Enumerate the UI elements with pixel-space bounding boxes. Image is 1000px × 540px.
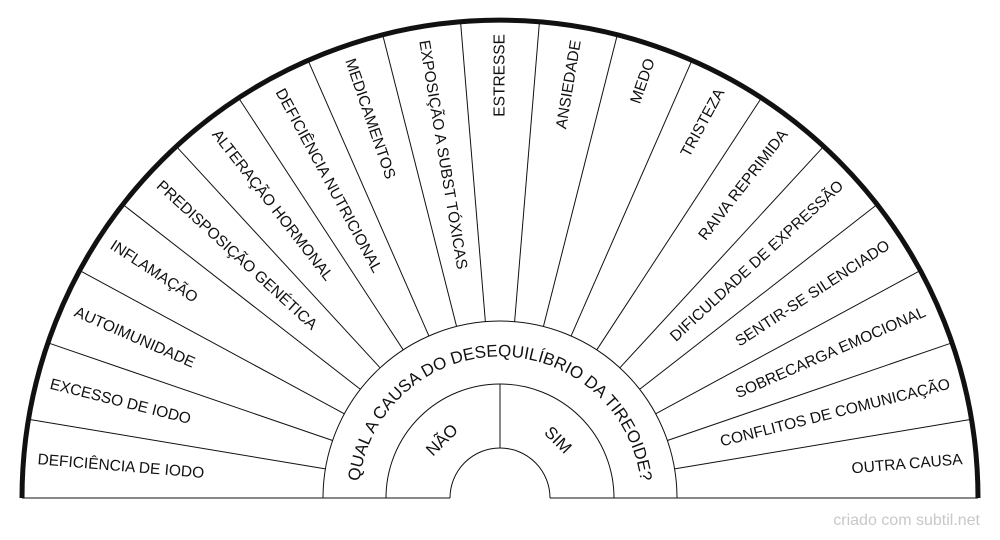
inner-ring-3 bbox=[449, 447, 551, 499]
segment-label: AUTOIMUNIDADE bbox=[72, 304, 198, 372]
segment-divider bbox=[239, 99, 404, 351]
segment-label: EXCESSO DE IODO bbox=[48, 376, 192, 428]
segment-label: OUTRA CAUSA bbox=[851, 451, 964, 477]
segment-divider bbox=[460, 23, 486, 322]
segment-label: MEDO bbox=[628, 56, 659, 106]
segment-divider bbox=[177, 147, 381, 369]
answer-sim: SIM bbox=[541, 423, 576, 458]
segment-divider bbox=[639, 205, 876, 390]
segment-divider bbox=[30, 419, 326, 470]
segment-divider bbox=[81, 271, 345, 415]
answer-nao: NÃO bbox=[422, 420, 461, 459]
segment-divider bbox=[667, 342, 951, 442]
segment-label: DEFICIÊNCIA DE IODO bbox=[37, 451, 205, 482]
segment-label: INFLAMAÇÃO bbox=[107, 237, 201, 306]
segment-divider bbox=[655, 271, 919, 415]
inner-ring-1 bbox=[322, 320, 678, 499]
outer-arc bbox=[19, 17, 981, 499]
segment-divider bbox=[49, 342, 333, 442]
segment-divider bbox=[596, 99, 761, 351]
segment-divider bbox=[619, 147, 823, 369]
segment-label: ANSIEDADE bbox=[553, 39, 585, 130]
segment-label: MEDICAMENTOS bbox=[341, 56, 398, 181]
segment-label: ESTRESSE bbox=[492, 34, 509, 117]
credit-text: criado com subtil.net bbox=[833, 512, 980, 529]
segment-divider bbox=[382, 36, 458, 327]
segment-label: EXPOSIÇÃO A SUBST TÓXICAS bbox=[415, 39, 470, 271]
segment-divider bbox=[308, 61, 430, 337]
segment-divider bbox=[124, 205, 361, 390]
segment-label: PREDISPOSIÇÃO GENÉTICA bbox=[153, 177, 321, 333]
segment-label: TRISTEZA bbox=[678, 85, 729, 160]
segment-divider bbox=[542, 36, 618, 327]
segment-divider bbox=[514, 23, 540, 322]
segment-divider bbox=[570, 61, 692, 337]
segment-divider bbox=[674, 419, 970, 470]
segment-label: RAIVA REPRIMIDA bbox=[695, 126, 792, 243]
